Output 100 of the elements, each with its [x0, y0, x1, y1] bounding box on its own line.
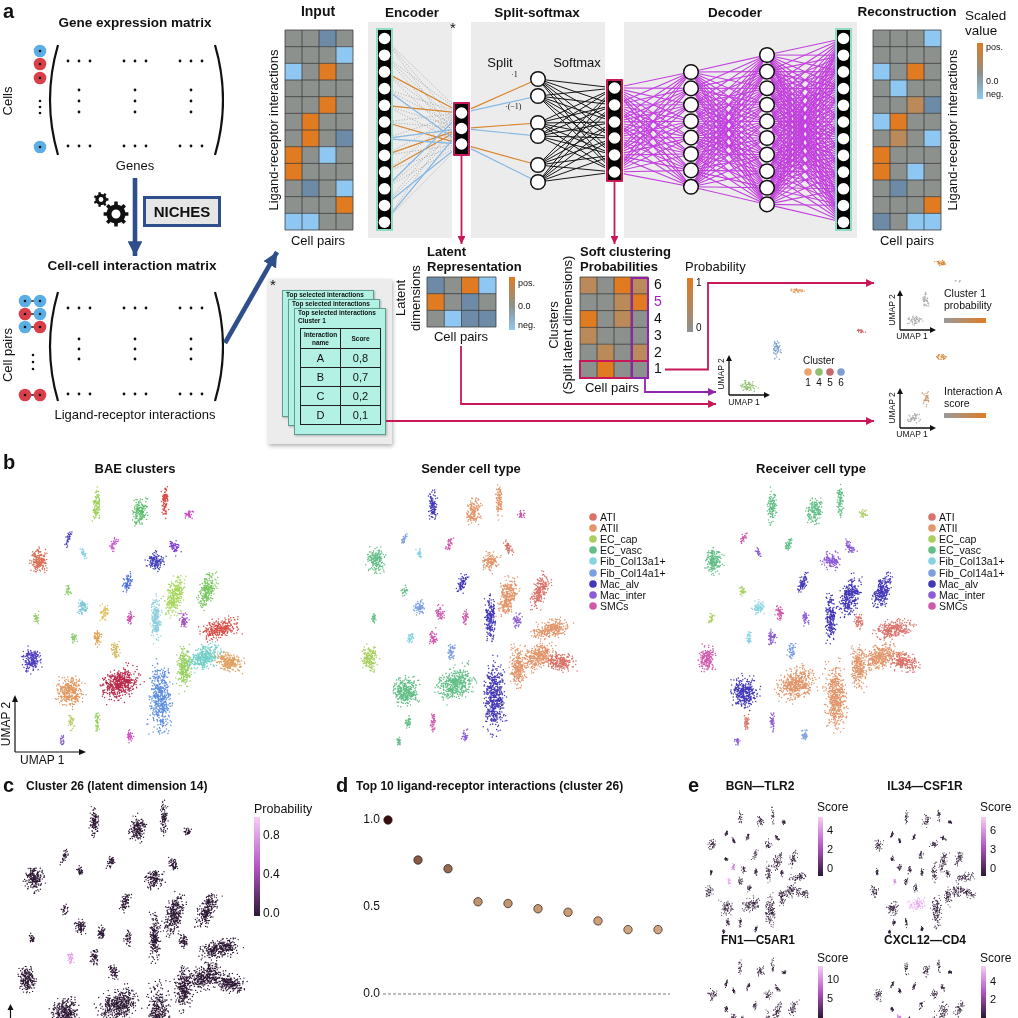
legend-label: EC_vasc [600, 545, 642, 556]
axis-label: UMAP 1 [20, 754, 65, 768]
plot-title: BGN—TLR2 [725, 780, 795, 794]
arrow [460, 345, 717, 408]
stage-title: Encoder [385, 5, 439, 21]
legend-label: 5 [827, 377, 833, 389]
axis-label: Cell pairs [433, 330, 489, 345]
plot-title: Sender cell type [421, 462, 521, 477]
axis-label: UMAP 1 [728, 398, 760, 408]
table-cell: D [300, 405, 341, 425]
y-tick-label: 0.5 [363, 900, 380, 914]
weight-label: ·1 [511, 71, 518, 80]
legend-label: SMCs [939, 600, 968, 612]
panel-letter: a [3, 0, 15, 23]
plot-caption: Interaction A score [944, 386, 1003, 410]
axis-label: UMAP 2 [888, 294, 898, 326]
panel-title: Latent Representation [427, 245, 523, 275]
row-number: 2 [654, 344, 662, 361]
legend-label: SMCs [600, 600, 629, 612]
axis-label: Clusters [546, 301, 562, 349]
tick-label: neg. [518, 319, 536, 331]
panel-letter: c [3, 774, 15, 797]
legend-title: Scaled value [965, 8, 1008, 39]
panel-title: Input [300, 4, 336, 20]
legend-title: Probability [685, 260, 746, 275]
neuron-layer [453, 102, 470, 156]
row-number: 6 [654, 277, 662, 294]
tick-label: 0 [990, 861, 997, 875]
neuron-layer [606, 79, 623, 182]
matrix-title: Cell-cell interaction matrix [47, 258, 217, 274]
legend-title: Score [817, 952, 849, 966]
legend-label: ATII [939, 522, 958, 534]
stage-label: Split [487, 56, 513, 71]
card [294, 308, 386, 435]
y-tick-label: 1.0 [363, 813, 380, 827]
tick-label: 10 [827, 972, 840, 986]
asterisk: * [450, 20, 456, 37]
legend-title: Cluster [803, 355, 835, 367]
tick-label: 0.0 [986, 75, 999, 87]
plot-title: Cluster 26 (latent dimension 14) [26, 780, 208, 794]
axis-label: UMAP 2 [717, 358, 727, 390]
panel-title: Reconstruction [857, 4, 957, 20]
row-number: 5 [654, 294, 662, 310]
tick-label: 0.0 [263, 907, 280, 921]
tick-label: 4 [827, 823, 834, 837]
axis-label: Ligand-receptor interactions [266, 49, 282, 211]
column-highlight [631, 277, 649, 379]
legend-label: EC_cap [600, 533, 638, 545]
legend-label: ATI [600, 511, 616, 523]
plot-title: CXCL12—CD4 [884, 934, 966, 948]
axis-label: Latent dimensions [394, 264, 424, 333]
plot-title: BAE clusters [94, 462, 176, 477]
arrow [664, 279, 875, 371]
axis-label: Cells [0, 86, 16, 116]
axis-label: Cell pairs [0, 327, 16, 383]
panel-title: Soft clustering Probabilities [580, 245, 672, 275]
legend-label: EC_vasc [939, 545, 981, 556]
legend-label: ATII [600, 522, 619, 534]
asterisk: * [270, 277, 276, 294]
weight-label: ·(−1) [505, 103, 522, 112]
stage-label: Softmax [553, 56, 601, 71]
legend-label: Fib_Col14a1+ [939, 567, 1005, 578]
arrow [127, 178, 143, 256]
legend-label: Mac_alv [939, 578, 979, 589]
plot-caption: Cluster 1 probability [944, 288, 993, 312]
legend-title: Score [817, 801, 849, 815]
y-tick-label: 0.0 [363, 987, 380, 1001]
axis-label: UMAP 1 [896, 332, 928, 342]
stage-title: Split-softmax [494, 5, 580, 21]
tick-label: 0.4 [263, 868, 280, 882]
method-box: NICHES [143, 196, 221, 227]
axis-label: Genes [115, 159, 155, 174]
legend-label: Fib_Col14a1+ [600, 567, 666, 578]
arrow [610, 181, 619, 245]
plot-title: IL34—CSF1R [887, 780, 963, 794]
tick-label: 5 [827, 991, 834, 1005]
axis-label: UMAP 2 [888, 392, 898, 424]
tick-label: 0 [827, 861, 834, 875]
legend-label: Mac_inter [600, 589, 647, 600]
tick-label: 2 [827, 842, 834, 856]
row-number: 4 [654, 311, 662, 327]
tick-label: 0 [696, 322, 702, 334]
tick-label: 0.8 [263, 829, 280, 843]
legend-label: ATI [939, 511, 955, 523]
axis-label: UMAP 1 [896, 430, 928, 440]
panel-letter: b [3, 451, 16, 474]
legend-label: 4 [816, 377, 822, 389]
axis-label: UMAP 2 [0, 701, 14, 747]
row-number: 3 [654, 327, 662, 344]
arrow [457, 155, 466, 245]
legend-label: EC_cap [939, 533, 977, 545]
tick-label: 3 [990, 842, 997, 856]
axis-label: Cell pairs [584, 381, 640, 396]
legend-label: 1 [805, 377, 811, 389]
stage-title: Decoder [708, 5, 762, 21]
matrix-title: Gene expression matrix [58, 15, 212, 31]
legend-title: Score [980, 801, 1012, 815]
legend-label: Mac_alv [600, 578, 640, 589]
arrow [385, 417, 875, 425]
axis-label: (Split latent dimensions) [560, 255, 576, 395]
